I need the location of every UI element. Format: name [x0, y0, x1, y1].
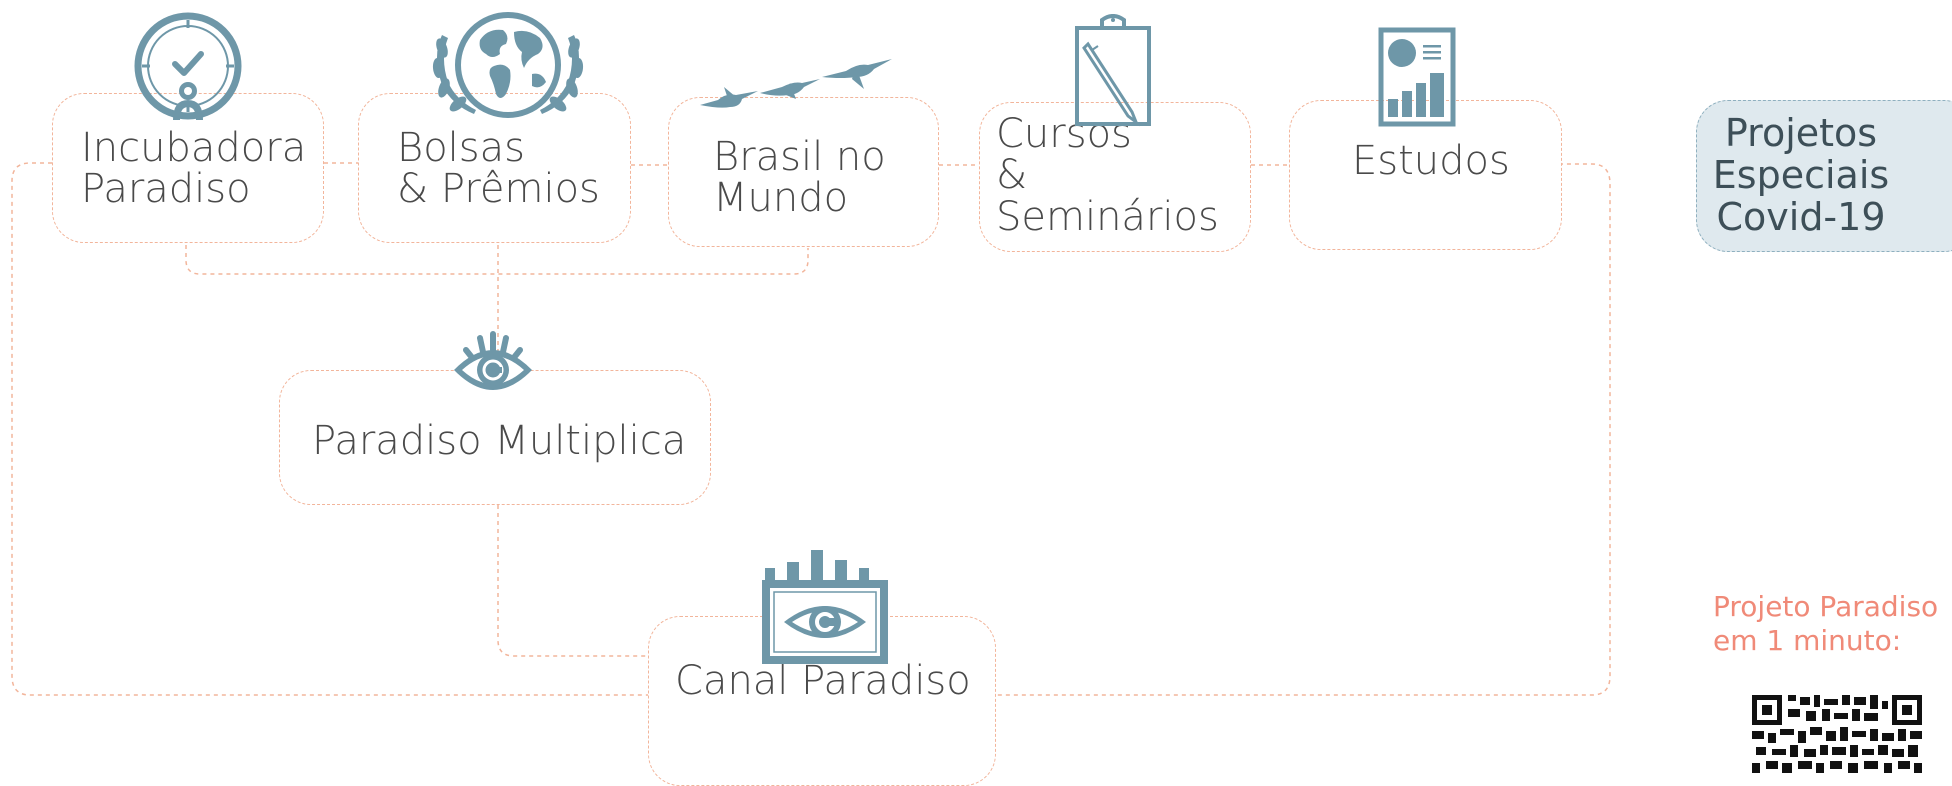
report-chart-icon: [1378, 27, 1456, 127]
birds-icon: [700, 59, 892, 108]
globe-laurel-icon: [432, 12, 584, 118]
special-label: Projetos Especiais Covid-19: [1712, 111, 1890, 239]
node-cursos-seminarios[interactable]: Cursos & Seminários: [979, 102, 1251, 252]
clipboard-pen-icon: [1075, 14, 1151, 127]
node-label: Incubadora Paradiso: [81, 124, 307, 212]
qr-code-icon[interactable]: [1752, 695, 1926, 773]
connector-top-chain: [324, 162, 1289, 166]
node-label: Cursos & Seminários: [996, 111, 1219, 240]
connector-to-canal: [497, 505, 648, 657]
stopwatch-person-icon: [134, 12, 242, 120]
special-projects-covid-box[interactable]: Projetos Especiais Covid-19: [1696, 100, 1952, 252]
node-label: Brasil no Mundo: [713, 133, 886, 221]
eye-icon: [454, 331, 532, 390]
connector-outer-loop: [11, 162, 1611, 696]
promo-text: Projeto Paradiso em 1 minuto:: [1713, 590, 1939, 657]
node-bolsas-premios[interactable]: Bolsas & Prêmios: [358, 93, 631, 243]
node-label: Paradiso Multiplica: [312, 417, 687, 464]
connector-bracket: [185, 245, 809, 275]
node-label: Estudos: [1352, 138, 1510, 185]
screen-eye-icon: [762, 550, 888, 664]
node-label: Canal Paradiso: [675, 658, 971, 705]
node-label: Bolsas & Prêmios: [397, 124, 600, 212]
node-brasil-no-mundo[interactable]: Brasil no Mundo: [668, 97, 939, 247]
